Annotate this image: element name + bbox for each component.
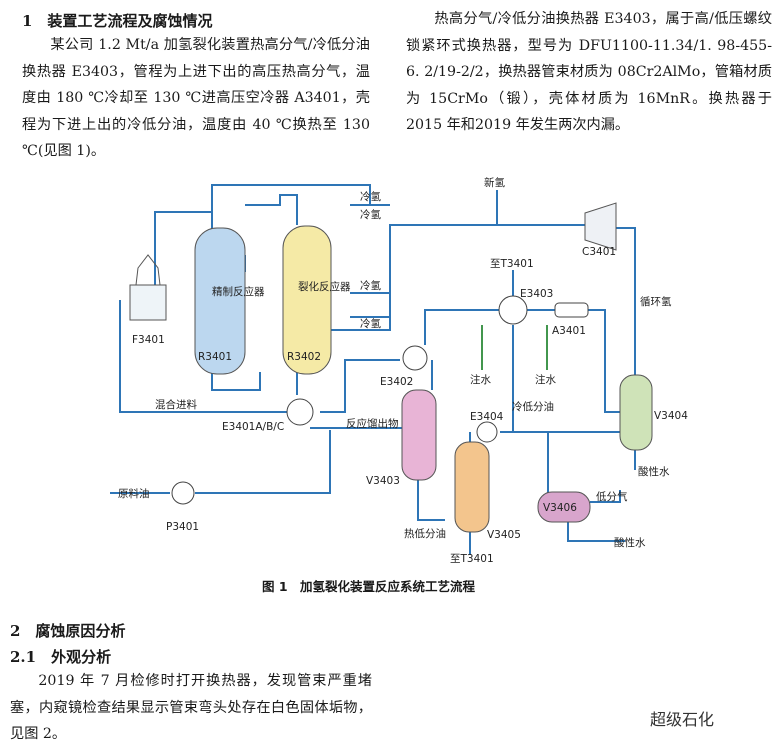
pipe-pump-out xyxy=(195,430,331,494)
figure-caption: 图 1 加氢裂化装置反应系统工艺流程 xyxy=(262,579,476,594)
label-acid-water-2: 酸性水 xyxy=(614,536,646,549)
label-e3402: E3402 xyxy=(380,376,413,388)
label-cold-h2-3: 冷氢 xyxy=(360,279,381,292)
furnace-f3401-top xyxy=(135,254,161,286)
label-cold-h2-2: 冷氢 xyxy=(360,208,381,221)
label-r3402-name: 裂化反应器 xyxy=(298,280,351,293)
pipe-v3406-gas xyxy=(590,490,621,503)
pipe-mixed-feed xyxy=(119,300,287,413)
pipe-v3403-hot-oil xyxy=(417,470,445,521)
pipe-e3402-to-e3403 xyxy=(424,309,500,345)
label-p3401: P3401 xyxy=(166,521,199,533)
exchanger-e3403 xyxy=(498,295,528,325)
pipe-recycle-h2 xyxy=(616,227,636,380)
process-flow-diagram: 新氢 冷氢 冷氢 冷氢 冷氢 C3401 循环氢 至T3401 E3403 A3… xyxy=(110,176,688,563)
pipe-r3401-top xyxy=(211,184,371,230)
label-injection-water-1: 注水 xyxy=(470,373,491,386)
compressor-c3401 xyxy=(584,202,617,251)
label-cold-low-oil: 冷低分油 xyxy=(512,400,554,413)
label-to-t3401-bottom: 至T3401 xyxy=(450,553,494,563)
label-e3401: E3401A/B/C xyxy=(222,421,284,433)
water-lines xyxy=(481,325,548,370)
pipe-r3401-bottom xyxy=(211,372,261,391)
label-hot-low-oil: 热低分油 xyxy=(404,527,446,540)
pump-p3401 xyxy=(171,481,195,505)
furnace-f3401 xyxy=(129,284,167,321)
pipe-e3401-to-e3402 xyxy=(320,359,400,413)
label-mixed-feed: 混合进料 xyxy=(155,398,197,411)
vessel-v3405 xyxy=(454,441,490,533)
label-v3405: V3405 xyxy=(487,529,521,541)
exchanger-e3402 xyxy=(402,345,428,371)
label-cold-h2-4: 冷氢 xyxy=(360,317,381,330)
pipe-v3406-acid xyxy=(567,520,625,542)
reactor-r3402 xyxy=(282,225,332,375)
label-new-hydrogen: 新氢 xyxy=(484,176,505,189)
pipe-h2-header xyxy=(330,224,585,331)
pipe-a3401-to-v3404 xyxy=(588,309,620,413)
pipe-furnace-out xyxy=(154,211,212,300)
reactor-r3401 xyxy=(194,227,246,375)
label-low-gas: 低分气 xyxy=(596,490,628,503)
air-cooler-a3401 xyxy=(554,302,589,318)
section1-para-right: 热高分气/冷低分油换热器 E3403，属于高/低压螺纹锁紧环式换热器，型号为 D… xyxy=(406,11,772,133)
label-e3403: E3403 xyxy=(520,288,553,300)
label-raw-oil: 原料油 xyxy=(118,487,150,500)
label-c3401: C3401 xyxy=(582,246,616,258)
label-f3401: F3401 xyxy=(132,334,165,346)
label-recycle-h2: 循环氢 xyxy=(640,295,672,308)
section2-heading: 2 腐蚀原因分析 xyxy=(10,622,126,640)
section1-heading: 1 装置工艺流程及腐蚀情况 xyxy=(22,12,213,30)
section2-1-heading: 2.1 外观分析 xyxy=(10,648,112,666)
vessel-v3404 xyxy=(619,374,653,451)
label-cold-h2-1: 冷氢 xyxy=(360,190,381,203)
exchanger-e3401 xyxy=(286,398,314,426)
vessel-v3406 xyxy=(537,491,591,523)
pipe-to-v3406 xyxy=(540,432,549,503)
watermark: 超级石化 xyxy=(650,710,715,729)
section1-para-left: 某公司 1.2 Mt/a 加氢裂化装置热高分气/冷低分油换热器 E3403，管程… xyxy=(22,37,370,159)
label-acid-water-1: 酸性水 xyxy=(638,465,670,478)
section2-para: 2019 年 7 月检修时打开换热器，发现管束严重堵塞，内窥镜检查结果显示管束弯… xyxy=(10,673,372,742)
vessel-v3403 xyxy=(401,389,437,481)
label-r3402: R3402 xyxy=(287,351,321,363)
label-reaction-effluent: 反应馏出物 xyxy=(346,417,399,430)
label-v3406: V3406 xyxy=(543,502,577,514)
pipe-r3401-to-r3402 xyxy=(245,194,298,225)
label-to-t3401-top: 至T3401 xyxy=(490,258,534,270)
label-v3403: V3403 xyxy=(366,475,400,487)
label-a3401: A3401 xyxy=(552,325,586,337)
label-r3401: R3401 xyxy=(198,351,232,363)
label-r3401-name: 精制反应器 xyxy=(212,285,265,298)
exchanger-e3404 xyxy=(476,421,498,443)
label-v3404: V3404 xyxy=(654,410,688,422)
pipelines xyxy=(110,184,636,555)
label-injection-water-2: 注水 xyxy=(535,373,556,386)
label-e3404: E3404 xyxy=(470,411,504,423)
